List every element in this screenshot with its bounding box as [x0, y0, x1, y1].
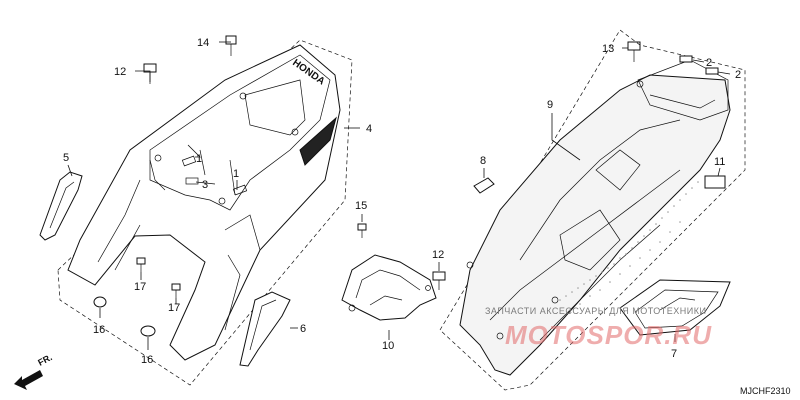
watermark-text: ЗАПЧАСТИ АКСЕССУАРЫ ДЛЯ МОТОТЕХНИКИ — [485, 306, 707, 316]
callout-16-left: 16 — [93, 324, 105, 336]
rear-fender — [439, 29, 746, 391]
leader-lines — [67, 41, 731, 350]
front-marker-label: FR. — [36, 352, 53, 368]
callout-15: 15 — [355, 200, 367, 212]
callout-9: 9 — [547, 99, 553, 111]
side-garnish-right — [239, 291, 291, 367]
callout-labels: 12 14 4 5 1 3 1 17 17 16 16 6 15 12 10 8… — [63, 37, 741, 366]
watermark: ЗАПЧАСТИ АКСЕССУАРЫ ДЛЯ МОТОТЕХНИКИ MOTO… — [485, 306, 712, 350]
callout-8: 8 — [480, 155, 486, 167]
callout-2b: 2 — [735, 69, 741, 81]
callout-7: 7 — [671, 348, 677, 360]
front-arrow-icon — [14, 370, 43, 390]
front-arrow: FR. — [14, 352, 54, 390]
callout-11: 11 — [714, 156, 725, 168]
diagram-code: MJCHF2310 — [740, 386, 791, 396]
license-plate-base — [619, 279, 731, 336]
part-11-pad — [704, 175, 726, 189]
callout-5: 5 — [63, 152, 69, 164]
license-light-bracket — [341, 254, 437, 321]
fender-texture — [559, 181, 699, 311]
callout-13: 13 — [602, 43, 614, 55]
callout-12-left: 12 — [114, 66, 126, 78]
callout-4: 4 — [366, 123, 372, 135]
callout-1a: 1 — [196, 153, 202, 165]
watermark-logo: MOTOSPOR.RU — [505, 320, 712, 350]
callout-10: 10 — [382, 340, 394, 352]
callout-1b: 1 — [233, 168, 239, 180]
callout-3: 3 — [202, 179, 208, 191]
side-garnish-left — [39, 171, 83, 241]
callout-2a: 2 — [706, 57, 712, 69]
rear-seat-cowl: HONDA — [57, 39, 353, 386]
callout-16-right: 16 — [141, 354, 153, 366]
callout-14: 14 — [197, 37, 209, 49]
callout-12-right: 12 — [432, 249, 444, 261]
callout-17-left: 17 — [134, 281, 146, 293]
callout-6: 6 — [300, 323, 306, 335]
callout-17-right: 17 — [168, 302, 180, 314]
